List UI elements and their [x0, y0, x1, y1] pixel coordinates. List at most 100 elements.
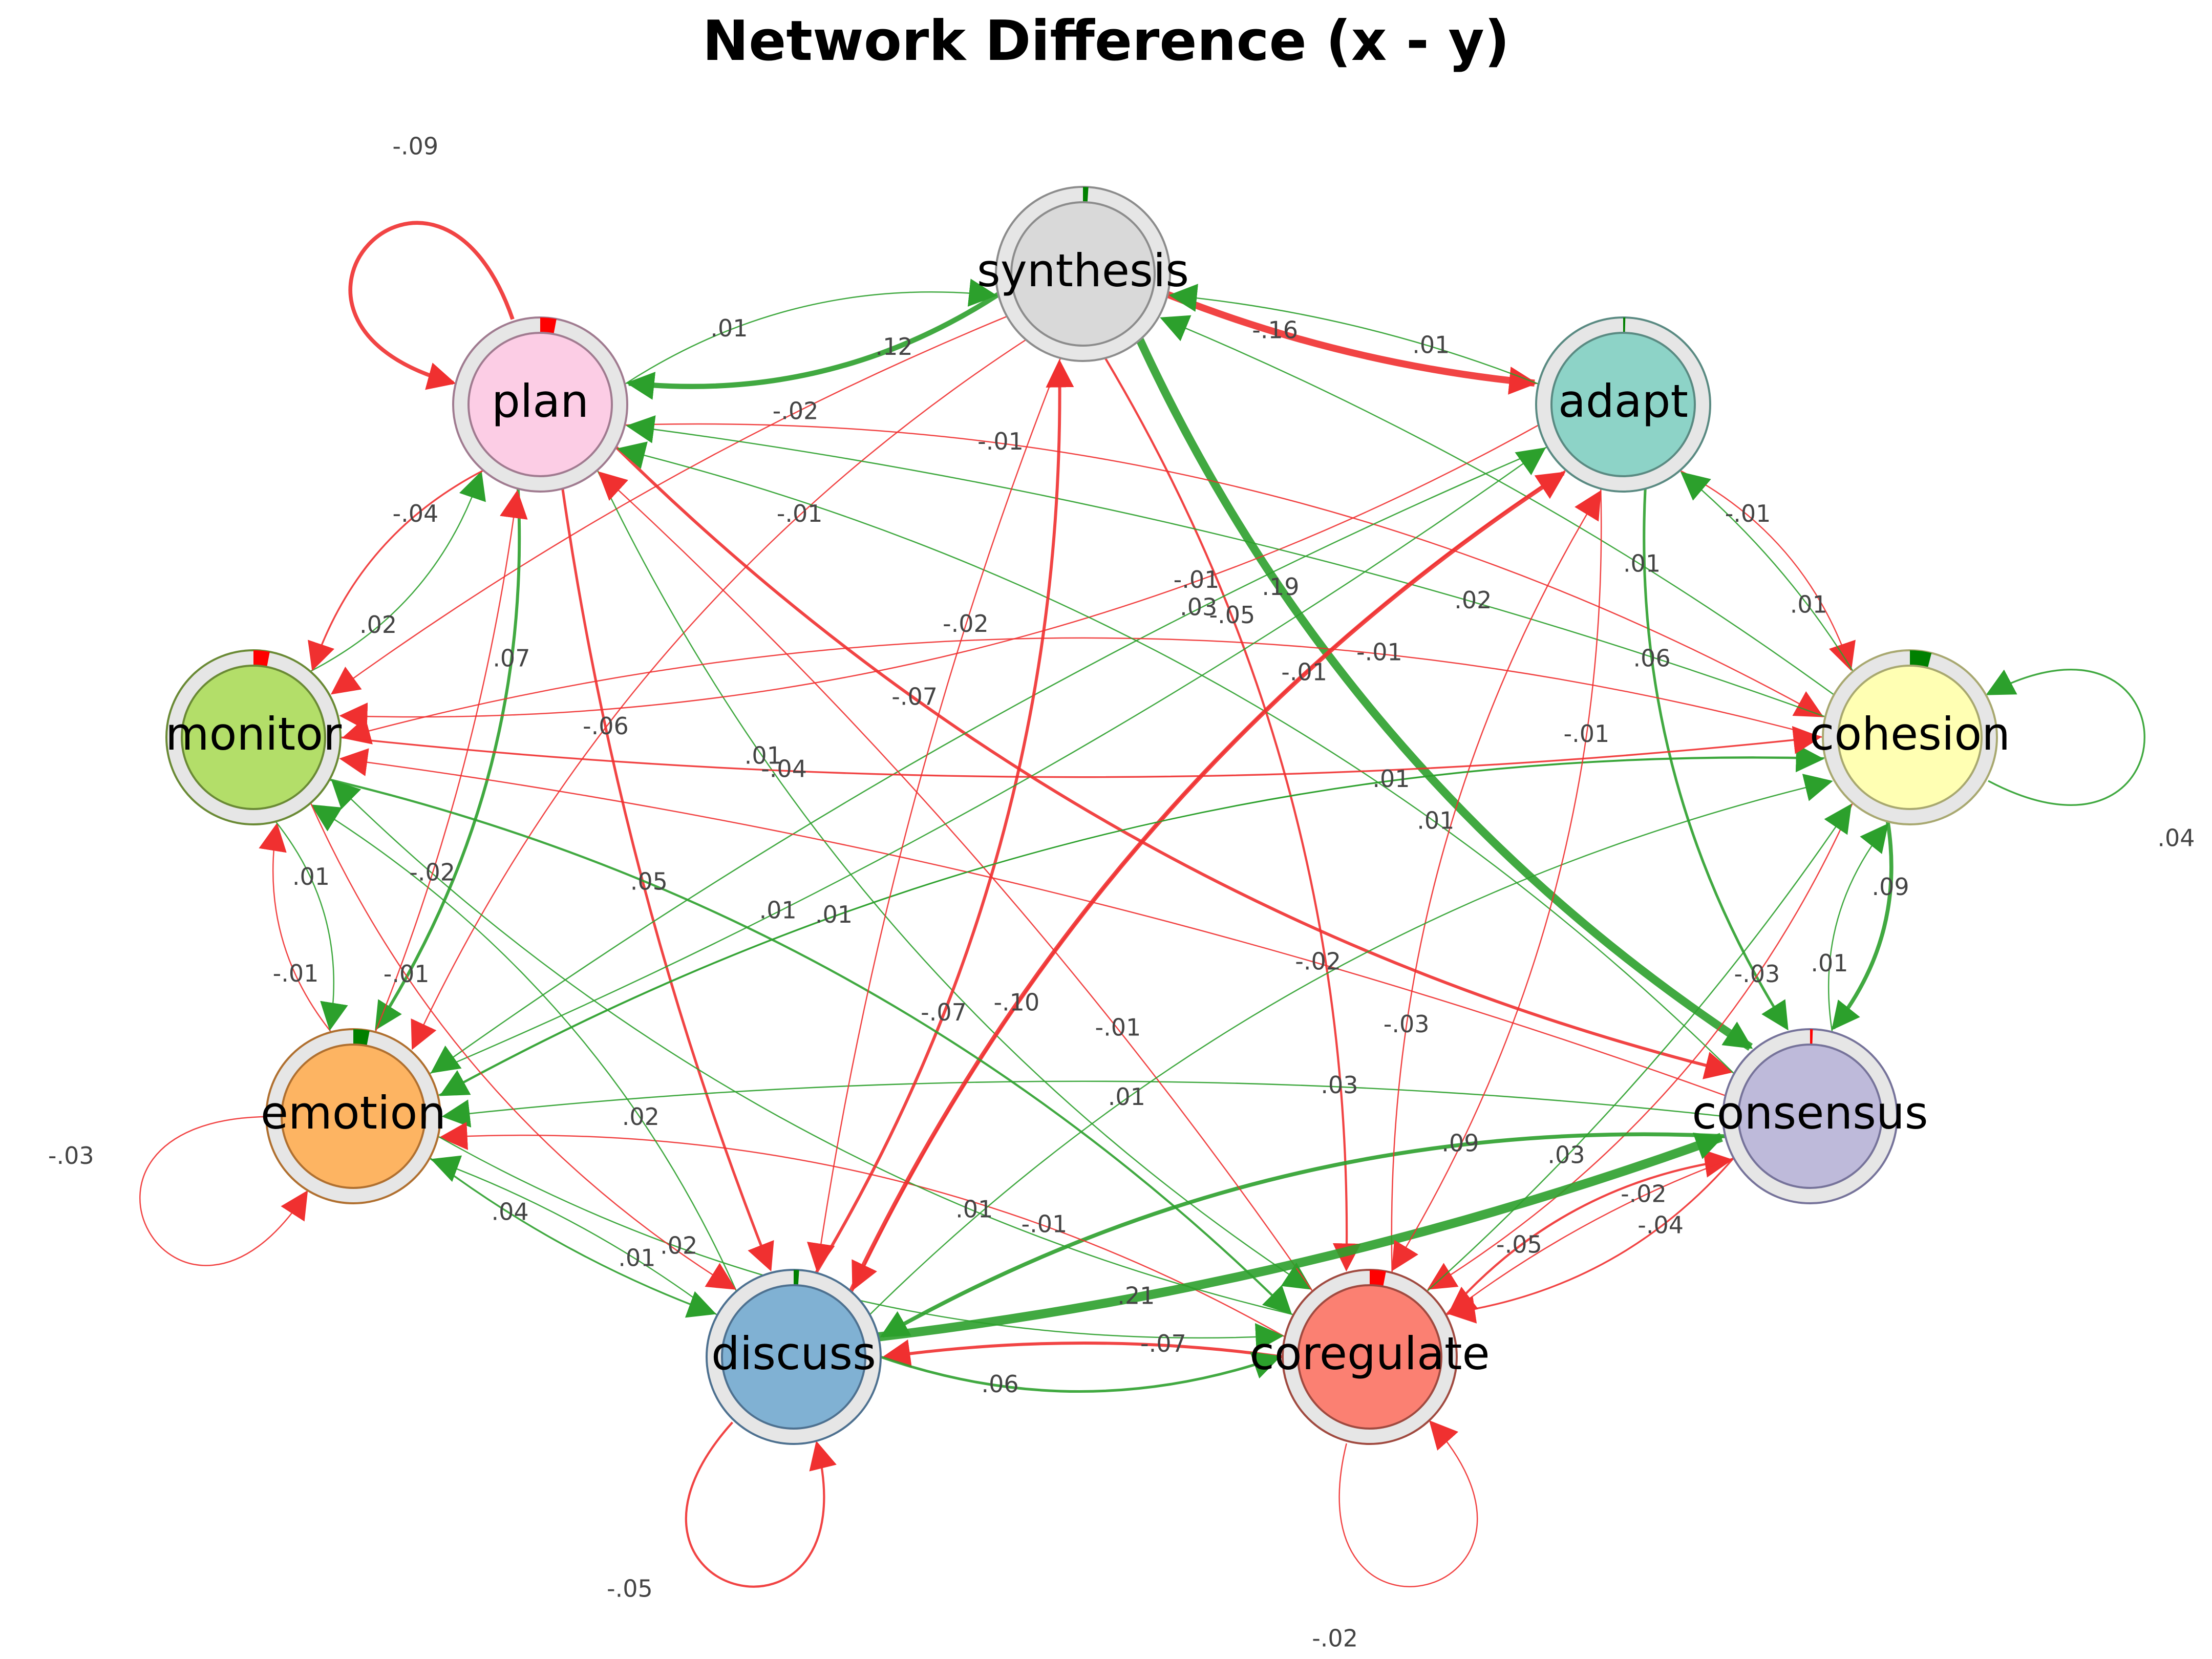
edge-monitor-to-emotion [275, 821, 348, 1031]
edge-cohesion-to-emotion-label: .01 [1372, 765, 1410, 793]
node-discuss[interactable]: discuss [706, 1269, 882, 1445]
edge-discuss-to-adapt-label: -.10 [993, 988, 1039, 1016]
edge-monitor-to-plan [310, 471, 486, 672]
edge-adapt-to-coregulate-label: -.01 [1563, 720, 1609, 748]
edge-plan-to-monitor-label: -.04 [393, 500, 439, 527]
edge-emotion-to-emotion-label: -.03 [48, 1142, 94, 1169]
node-cohesion[interactable]: cohesion [1810, 649, 2010, 825]
edge-consensus-to-coregulate-label: -.04 [1637, 1211, 1684, 1239]
edge-plan-to-emotion-label: .07 [493, 644, 530, 672]
edge-monitor-to-discuss [310, 802, 736, 1290]
edge-cohesion-to-monitor [342, 637, 1823, 745]
edge-adapt-to-consensus-label: .06 [1633, 644, 1671, 672]
edge-emotion-to-plan [375, 490, 528, 1033]
edge-cohesion-to-monitor-label: -.01 [1356, 638, 1402, 666]
edge-cohesion-to-coregulate [1427, 802, 1854, 1290]
edge-discuss-to-coregulate [880, 1352, 1282, 1393]
node-synthesis[interactable]: synthesis [977, 186, 1189, 362]
edge-plan-to-synthesis [624, 279, 997, 385]
node-monitor-pie [253, 650, 270, 667]
edge-synthesis-to-monitor [330, 315, 1008, 695]
edge-emotion-to-discuss-label: .04 [492, 1198, 529, 1225]
edge-synthesis-to-adapt [1166, 291, 1538, 395]
edge-adapt-to-synthesis-label: .01 [1412, 331, 1450, 358]
edge-discuss-to-emotion-label: .01 [618, 1244, 655, 1272]
edge-discuss-to-cohesion [869, 774, 1833, 1315]
node-cohesion-circle [1837, 665, 1983, 810]
node-plan-circle [467, 332, 613, 477]
edge-emotion-to-cohesion-label: .01 [815, 901, 853, 928]
edge-emotion-to-adapt [429, 447, 1546, 1075]
edge-coregulate-to-monitor [331, 779, 1294, 1315]
edge-coregulate-to-monitor-label: .01 [955, 1196, 993, 1223]
edge-plan-to-discuss-label: -.06 [583, 712, 629, 740]
edge-coregulate-to-cohesion [1426, 803, 1852, 1292]
edge-plan-to-consensus [615, 445, 1734, 1079]
edge-emotion-to-cohesion [437, 744, 1824, 1096]
node-consensus[interactable]: consensus [1692, 1028, 1928, 1204]
node-synthesis-circle [1010, 201, 1156, 347]
edge-adapt-to-emotion [430, 446, 1548, 1074]
node-emotion-label: emotion [261, 1087, 446, 1139]
node-coregulate-pie [1369, 1270, 1386, 1287]
edge-monitor-to-plan-label: .02 [359, 611, 397, 639]
node-adapt[interactable]: adapt [1535, 316, 1711, 493]
edge-monitor-to-discuss-label: -.01 [384, 960, 430, 988]
edge-plan-to-monitor [308, 470, 484, 671]
edge-coregulate-to-adapt [1391, 490, 1602, 1273]
edge-coregulate-to-discuss-label: -.07 [1140, 1330, 1186, 1357]
edge-cohesion-to-adapt [1680, 472, 1854, 672]
edge-discuss-to-synthesis [815, 359, 1074, 1274]
edge-emotion-to-emotion [139, 1116, 308, 1266]
edge-adapt-to-consensus [1643, 488, 1789, 1031]
edge-cohesion-to-coregulate-label: -.03 [1734, 960, 1780, 988]
edge-emotion-to-monitor [259, 822, 332, 1033]
edges-layer [139, 221, 2145, 1588]
edge-coregulate-to-consensus-label: -.05 [1496, 1231, 1542, 1259]
node-plan[interactable]: plan [452, 316, 628, 493]
edge-synthesis-to-plan [626, 292, 1000, 400]
node-emotion-pie [353, 1029, 370, 1046]
edge-consensus-to-discuss [880, 1132, 1726, 1338]
edge-discuss-to-monitor-label: .02 [622, 1103, 660, 1131]
edge-plan-to-consensus-label: -.07 [891, 683, 938, 711]
node-coregulate[interactable]: coregulate [1249, 1269, 1490, 1445]
edge-coregulate-to-consensus [1445, 1150, 1733, 1316]
edge-monitor-to-cohesion [340, 726, 1822, 778]
edge-synthesis-to-discuss [807, 357, 1061, 1272]
edge-discuss-to-adapt [848, 471, 1566, 1292]
edge-cohesion-to-plan [626, 415, 1826, 718]
edge-synthesis-to-coregulate [1104, 357, 1361, 1272]
edge-synthesis-to-adapt-label: -.16 [1252, 316, 1298, 344]
edge-consensus-to-plan [616, 441, 1735, 1074]
node-cohesion-pie [1909, 650, 1932, 668]
edge-coregulate-to-emotion [439, 1122, 1286, 1337]
node-discuss-label: discuss [711, 1327, 876, 1380]
edge-monitor-to-emotion-label: .01 [292, 863, 330, 890]
node-monitor[interactable]: monitor [165, 649, 342, 825]
edge-synthesis-to-consensus [1136, 338, 1753, 1051]
node-coregulate-circle [1297, 1284, 1442, 1430]
edge-coregulate-to-coregulate [1338, 1420, 1478, 1587]
edge-synthesis-to-discuss-label: -.02 [943, 610, 989, 637]
edge-consensus-to-monitor-label: -.02 [1295, 948, 1341, 975]
edge-discuss-to-emotion [431, 1155, 718, 1316]
edge-synthesis-to-monitor-label: -.02 [773, 397, 819, 424]
node-emotion[interactable]: emotion [261, 1028, 446, 1204]
node-plan-label: plan [492, 375, 589, 428]
edge-cohesion-to-emotion [439, 756, 1825, 1096]
edge-discuss-to-synthesis-label: -.07 [921, 998, 967, 1026]
edge-discuss-to-consensus [878, 1133, 1724, 1342]
edge-adapt-to-cohesion [1679, 470, 1856, 671]
edge-adapt-to-synthesis [1168, 284, 1539, 385]
edge-consensus-to-cohesion-label: .01 [1811, 949, 1848, 977]
edge-discuss-to-consensus-label: .21 [1117, 1282, 1155, 1309]
nodes-layer: synthesis adapt cohesion consensus coregulat… [165, 186, 2010, 1445]
edge-synthesis-to-coregulate-label: -.05 [1209, 601, 1256, 629]
edge-consensus-to-emotion [441, 1080, 1724, 1128]
edge-plan-to-cohesion-label: -.01 [977, 428, 1024, 455]
edge-cohesion-to-cohesion [1986, 669, 2145, 806]
edge-emotion-to-coregulate-label: .02 [660, 1232, 697, 1260]
edge-consensus-to-cohesion [1827, 823, 1889, 1032]
